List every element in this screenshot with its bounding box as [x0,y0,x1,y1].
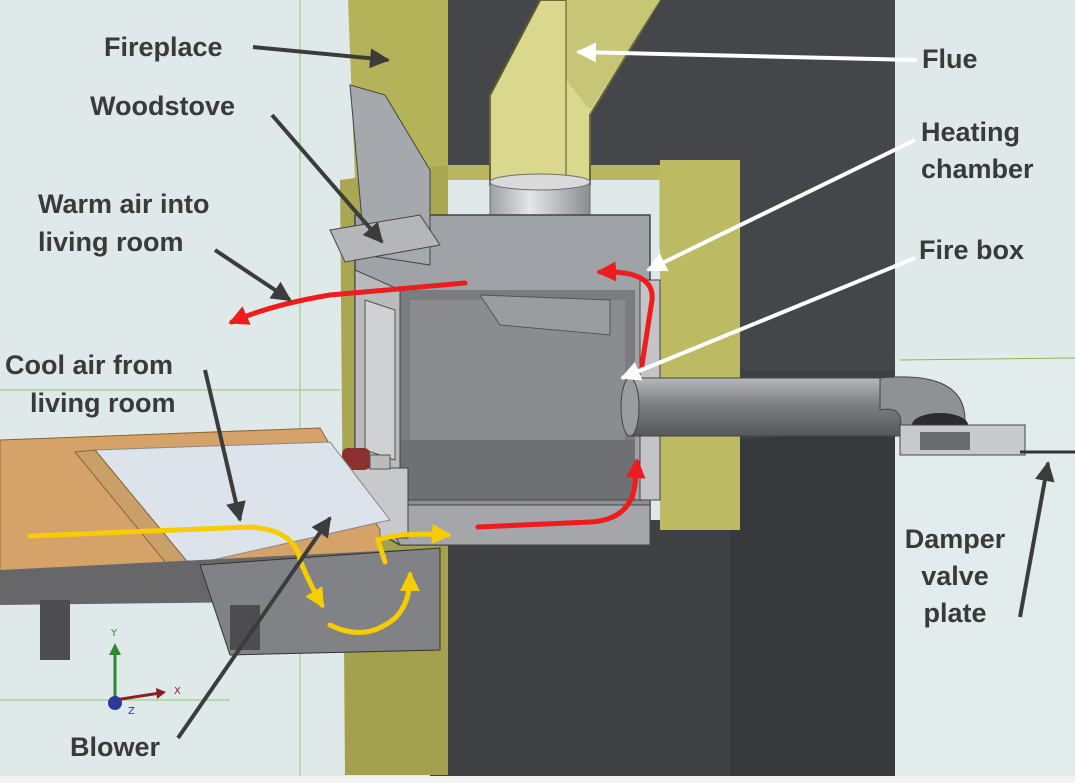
leader-heating-chamber [646,138,916,272]
hot-air-path-bottom [475,458,646,530]
label-fire-box: Fire box [919,235,1025,265]
label-warm-air-line2: living room [38,227,184,257]
axis-label-z: Z [128,706,135,717]
leader-damper [1018,461,1055,618]
axis-label-x: X [174,686,181,697]
warm-air-out-path [228,280,468,325]
cool-air-under-path [327,571,420,635]
label-flue: Flue [922,44,978,74]
label-damper-line1: Damper [904,524,1006,554]
label-woodstove: Woodstove [90,91,236,121]
woodstove-body [329,84,661,546]
leader-flue [576,42,918,63]
axis-label-y: Y [111,628,118,639]
bottom-edge [0,776,1075,783]
leader-warm-air [213,248,292,302]
axis-triad [108,643,166,710]
label-damper-line3: plate [923,598,987,628]
intake-pipe [620,376,1075,456]
label-cool-air-line2: living room [30,388,176,418]
ground-plane [880,352,1075,783]
hot-air-flow [228,261,655,530]
flue-pipe [489,0,662,186]
leader-woodstove [270,113,384,244]
leader-cool-air [203,369,246,522]
leader-fire-box [620,256,916,381]
label-heating-chamber-line1: Heating [921,117,1021,147]
leader-fireplace [252,45,390,69]
leader-blower [176,516,332,740]
label-blower: Blower [70,732,161,762]
hot-air-path-top [596,261,655,368]
label-leaders [176,42,1055,740]
label-fireplace: Fireplace [104,32,223,62]
label-damper-line2: valve [921,561,989,591]
cool-air-up-path [374,524,452,565]
label-heating-chamber-line2: chamber [921,154,1034,184]
label-warm-air-line1: Warm air into [38,189,210,219]
label-cool-air-line1: Cool air from [5,350,174,380]
